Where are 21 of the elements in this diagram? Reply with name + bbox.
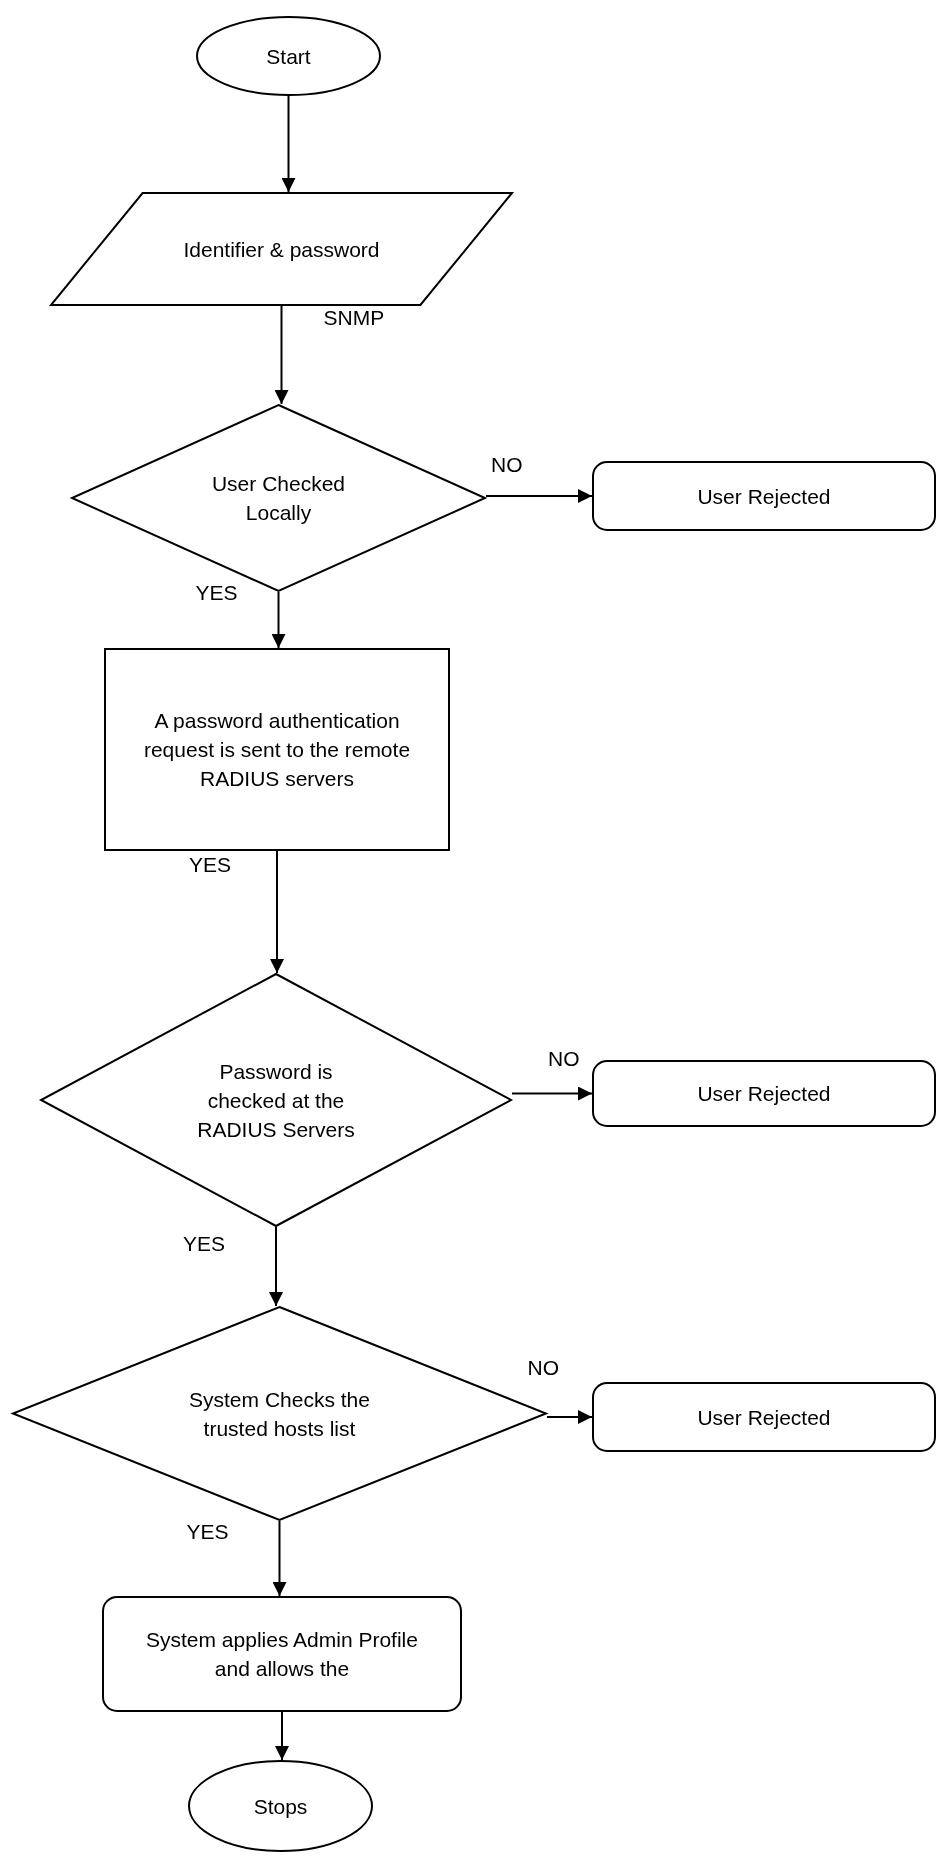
node-text: Identifier & password — [182, 236, 381, 263]
arrow — [270, 850, 284, 974]
arrow — [271, 591, 286, 649]
node-text: System applies Admin Profile and allows the — [145, 1627, 419, 1682]
node-text: User Checked Locally — [210, 471, 346, 526]
node-text: A password authentication request is sent to the remote RADIUS servers — [142, 708, 412, 792]
node-text: User Rejected — [696, 483, 832, 510]
arrow — [281, 95, 296, 193]
arrow — [546, 1410, 593, 1424]
arrow — [272, 1520, 287, 1597]
node-text: Start — [265, 43, 312, 70]
node-text: System Checks the trusted hosts list — [188, 1386, 371, 1442]
node-text: User Rejected — [696, 1404, 832, 1431]
node-text: Stops — [252, 1793, 309, 1820]
arrow — [275, 1711, 289, 1761]
arrow — [274, 305, 289, 405]
arrow — [269, 1226, 283, 1307]
node-text: User Rejected — [696, 1081, 832, 1107]
node-text: Password is checked at the RADIUS Servers — [196, 1058, 356, 1143]
arrow — [485, 489, 593, 503]
arrow — [511, 1086, 593, 1101]
